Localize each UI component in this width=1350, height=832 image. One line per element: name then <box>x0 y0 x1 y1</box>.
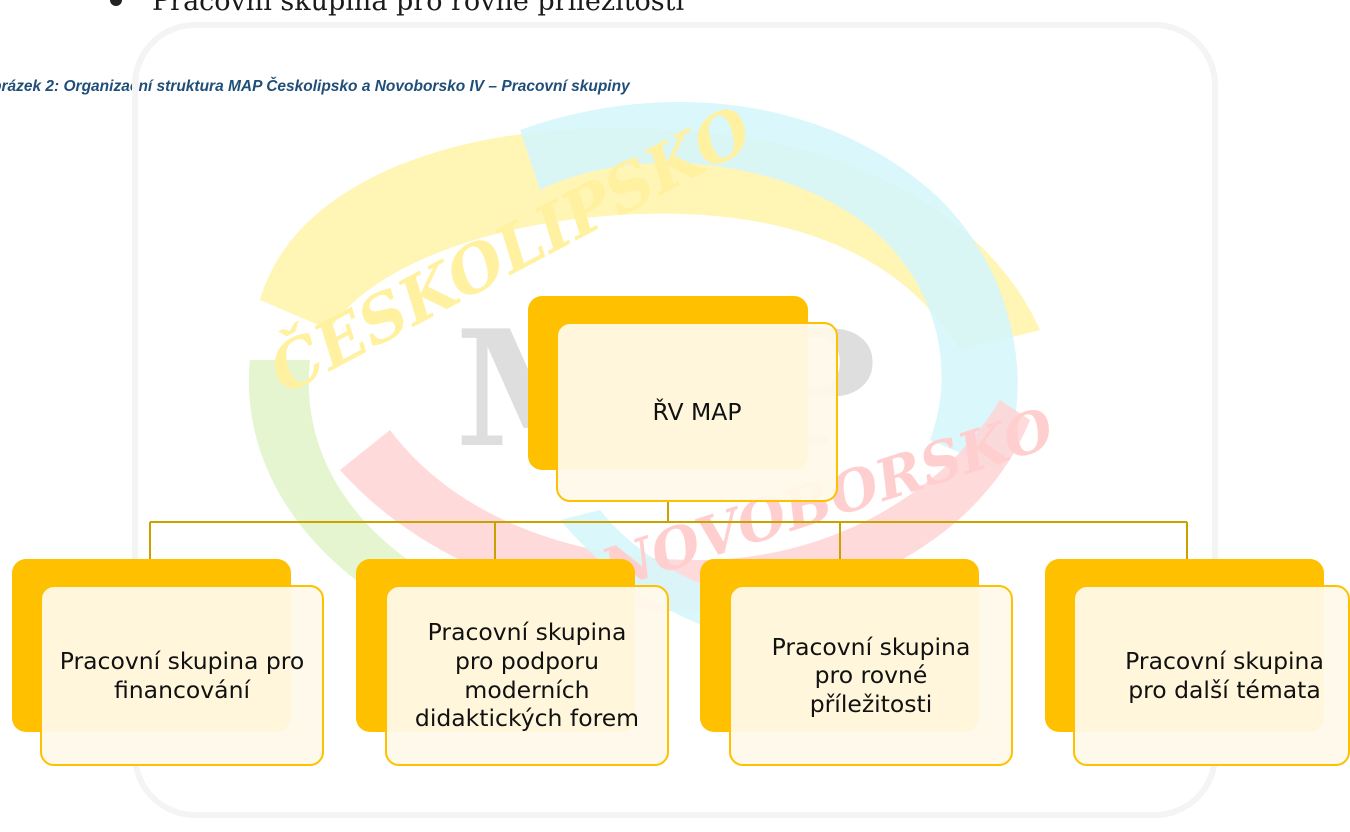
group-node-label-2: Pracovní skupina pro podporu moderních d… <box>414 618 640 733</box>
group-node-financing: Pracovní skupina pro financování <box>40 585 324 766</box>
group-node-equal-opportunities: Pracovní skupina pro rovné příležitosti <box>729 585 1013 766</box>
bullet-item: Pracovní skupina pro rovné příležitosti <box>110 0 684 17</box>
figure-caption: brázek 2: Organizační struktura MAP Česk… <box>0 78 630 95</box>
root-node-label: ŘV MAP <box>652 397 742 426</box>
group-node-label-1: Pracovní skupina pro financování <box>59 646 305 704</box>
group-node-other-topics: Pracovní skupina pro další témata <box>1073 585 1350 766</box>
group-node-label-4: Pracovní skupina pro další témata <box>1125 646 1324 704</box>
bullet-text: Pracovní skupina pro rovné příležitosti <box>152 0 685 17</box>
group-node-label-3: Pracovní skupina pro rovné příležitosti <box>771 632 971 718</box>
root-node: ŘV MAP <box>556 322 838 502</box>
group-node-didactic: Pracovní skupina pro podporu moderních d… <box>385 585 669 766</box>
bullet-dot-icon <box>110 0 122 6</box>
